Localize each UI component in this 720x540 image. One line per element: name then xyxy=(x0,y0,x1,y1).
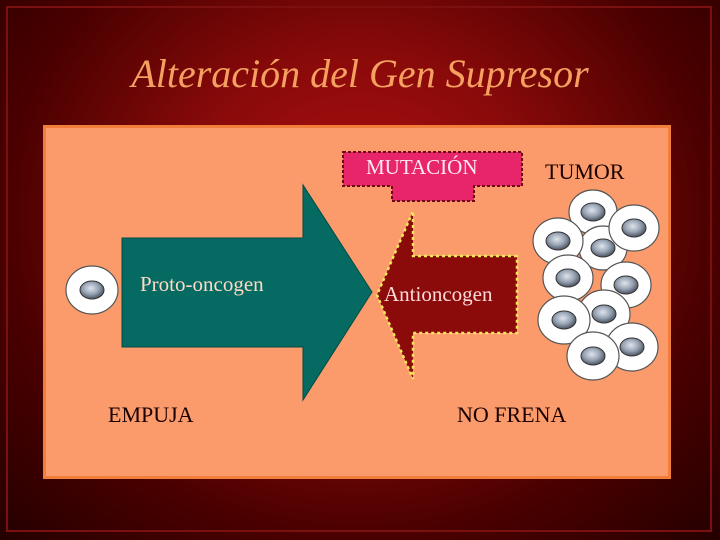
tumor-cell xyxy=(568,189,618,235)
slide-frame xyxy=(6,6,712,532)
proto-oncogen-arrow xyxy=(121,183,373,402)
tumor-cell-cluster xyxy=(532,189,660,381)
antioncogen-arrow xyxy=(375,210,519,380)
no-frena-label: NO FRENA xyxy=(457,402,567,427)
proto-oncogen-label: Proto-oncogen xyxy=(140,272,264,296)
slide-title: Alteración del Gen Supresor xyxy=(131,51,589,96)
normal-cell xyxy=(65,265,119,315)
mutacion-label: MUTACIÓN xyxy=(366,155,478,179)
tumor-cell xyxy=(608,204,660,252)
tumor-cell xyxy=(532,217,584,265)
tumor-cell xyxy=(566,331,620,381)
tumor-cell xyxy=(542,254,594,302)
tumor-label: TUMOR xyxy=(545,159,625,184)
tumor-cell xyxy=(537,295,591,345)
empuja-label: EMPUJA xyxy=(108,402,194,427)
antioncogen-label: Antioncogen xyxy=(384,282,493,306)
mutation-callout xyxy=(342,151,523,202)
